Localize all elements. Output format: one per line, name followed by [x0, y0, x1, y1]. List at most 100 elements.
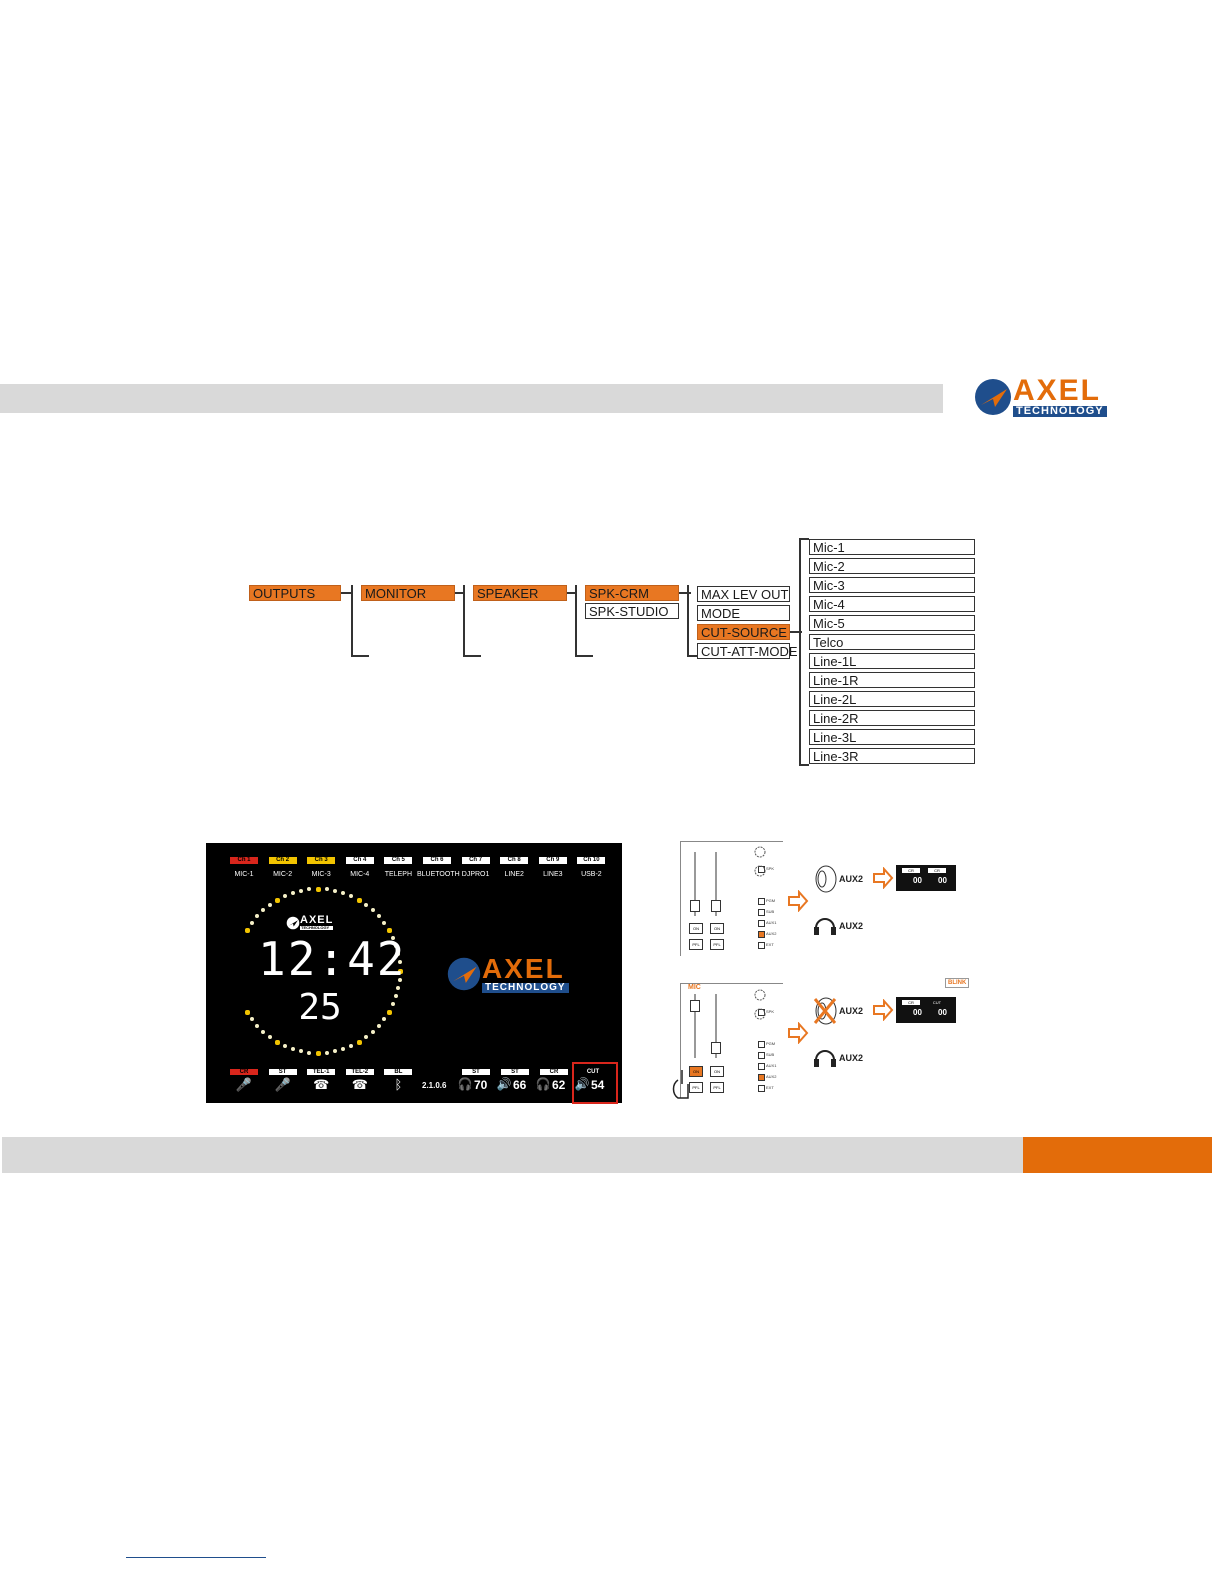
checkbox-pgm[interactable] [758, 1041, 765, 1048]
clock-dot [393, 994, 398, 999]
channel-tag[interactable]: Ch 3 [307, 857, 336, 864]
channel-tag[interactable]: Ch 4 [345, 857, 374, 864]
menu-spk-crm[interactable]: SPK-CRM [585, 585, 679, 601]
channel-tag[interactable]: Ch 8 [500, 857, 529, 864]
logo-mark-icon [286, 916, 300, 929]
channel-name: BLUETOOTH [417, 871, 460, 878]
channel-tag[interactable]: Ch 5 [384, 857, 413, 864]
speaker-icon [815, 865, 837, 893]
cut-source-item[interactable]: Line-3L [809, 729, 975, 745]
checkbox-sub[interactable] [758, 909, 765, 916]
talkback-tag[interactable]: CR [230, 1069, 258, 1075]
menu-max-lev-out[interactable]: MAX LEV OUT [697, 586, 790, 602]
phone-icon: ☎ [351, 1077, 368, 1092]
checkbox-label: EXT [766, 942, 774, 947]
cut-source-item[interactable]: Mic-3 [809, 577, 975, 593]
clock-dot [298, 888, 303, 893]
clock-dot [275, 1040, 280, 1045]
clock-logo-technology: TECHNOLOGY [300, 926, 334, 930]
clock-dot [376, 914, 381, 919]
mic-icon: 🎤 [235, 1077, 253, 1092]
on-button[interactable]: ON [689, 923, 703, 934]
checkbox-ext[interactable] [758, 1085, 765, 1092]
cut-source-item[interactable]: Mic-2 [809, 558, 975, 574]
gear-icon [754, 989, 766, 1020]
clock-dot [341, 891, 346, 895]
level-tag[interactable]: ST [462, 1069, 490, 1075]
channel-tag[interactable]: Ch 6 [423, 857, 451, 864]
menu-cut-source[interactable]: CUT-SOURCE [697, 624, 790, 640]
arrow-right-icon [788, 1022, 809, 1044]
menu-spk-studio[interactable]: SPK-STUDIO [585, 603, 679, 619]
clock-dot [307, 887, 312, 892]
channel-tag[interactable]: Ch 9 [538, 857, 567, 864]
menu-outputs[interactable]: OUTPUTS [249, 585, 341, 601]
checkbox-sub[interactable] [758, 1052, 765, 1059]
cut-source-item[interactable]: Telco [809, 634, 975, 650]
clock-dot [396, 986, 401, 991]
cut-source-item[interactable]: Mic-4 [809, 596, 975, 612]
channel-tag[interactable]: Ch 1 [230, 857, 258, 864]
checkbox-aux2[interactable] [758, 931, 765, 938]
mini-tag: CR [902, 868, 920, 873]
clock-dot [267, 902, 272, 907]
clock-dot [387, 928, 392, 933]
blink-callout: BLINK [945, 978, 970, 988]
aux2-label: AUX2 [839, 921, 864, 931]
checkbox-label: SPK [766, 1009, 775, 1014]
menu-mode[interactable]: MODE [697, 605, 790, 621]
hand-pointer-icon [672, 1070, 689, 1099]
channel-tag[interactable]: Ch 2 [268, 857, 297, 864]
on-button[interactable]: ON [689, 1066, 703, 1077]
checkbox-aux2[interactable] [758, 1074, 765, 1081]
menu-cut-att-mode[interactable]: CUT-ATT-MODE [697, 643, 798, 659]
cut-source-item[interactable]: Line-1L [809, 653, 975, 669]
level-tag[interactable]: CUT [579, 1069, 607, 1075]
channel-name: LINE2 [504, 871, 524, 878]
checkbox-aux1[interactable] [758, 1063, 765, 1070]
arrow-right-icon [873, 999, 894, 1021]
cut-source-item[interactable]: Line-2L [809, 691, 975, 707]
talkback-tag[interactable]: BL [384, 1069, 413, 1075]
checkbox-label: PGM [766, 1041, 776, 1046]
checkbox-label: EXT [766, 1085, 774, 1090]
checkbox-label: AUX2 [766, 931, 777, 936]
level-tag[interactable]: ST [501, 1069, 529, 1075]
aux2-label: AUX2 [839, 874, 864, 884]
clock-dot [267, 1035, 272, 1040]
pfl-button[interactable]: PFL [689, 1082, 703, 1093]
on-button[interactable]: ON [710, 1066, 724, 1077]
axel-logo: AXEL TECHNOLOGY [973, 376, 1107, 417]
pfl-button[interactable]: PFL [689, 939, 703, 950]
checkbox-aux1[interactable] [758, 920, 765, 927]
on-button[interactable]: ON [710, 923, 724, 934]
cut-source-item[interactable]: Line-2R [809, 710, 975, 726]
clock-dot [357, 897, 362, 903]
talkback-tag[interactable]: TEL-1 [307, 1069, 336, 1075]
talkback-tag[interactable]: TEL-2 [345, 1069, 374, 1075]
screen-axel-logo: AXEL TECHNOLOGY [446, 955, 569, 993]
cut-source-item[interactable]: Line-1R [809, 672, 975, 688]
clock-dot [333, 888, 338, 893]
channel-tag[interactable]: Ch 10 [577, 857, 606, 864]
channel-name: USB-2 [581, 871, 602, 878]
talkback-tag[interactable]: ST [268, 1069, 297, 1075]
aux2-label: AUX2 [839, 1006, 864, 1016]
level-tag[interactable]: CR [540, 1069, 568, 1075]
mic-label: MIC [688, 984, 701, 991]
cut-source-item[interactable]: Mic-1 [809, 539, 975, 555]
mini-display-cut: CR CUT 00 00 [896, 997, 956, 1023]
checkbox-ext[interactable] [758, 942, 765, 949]
cut-source-item[interactable]: Line-3R [809, 748, 975, 764]
clock-dot [370, 908, 375, 913]
clock-dot [396, 951, 401, 956]
mini-value: 00 [938, 876, 947, 885]
pfl-button[interactable]: PFL [710, 1082, 724, 1093]
menu-monitor[interactable]: MONITOR [361, 585, 455, 601]
menu-speaker[interactable]: SPEAKER [473, 585, 567, 601]
cut-source-item[interactable]: Mic-5 [809, 615, 975, 631]
pfl-button[interactable]: PFL [710, 939, 724, 950]
channel-tag[interactable]: Ch 7 [461, 857, 490, 864]
checkbox-label: SPK [766, 866, 775, 871]
checkbox-pgm[interactable] [758, 898, 765, 905]
